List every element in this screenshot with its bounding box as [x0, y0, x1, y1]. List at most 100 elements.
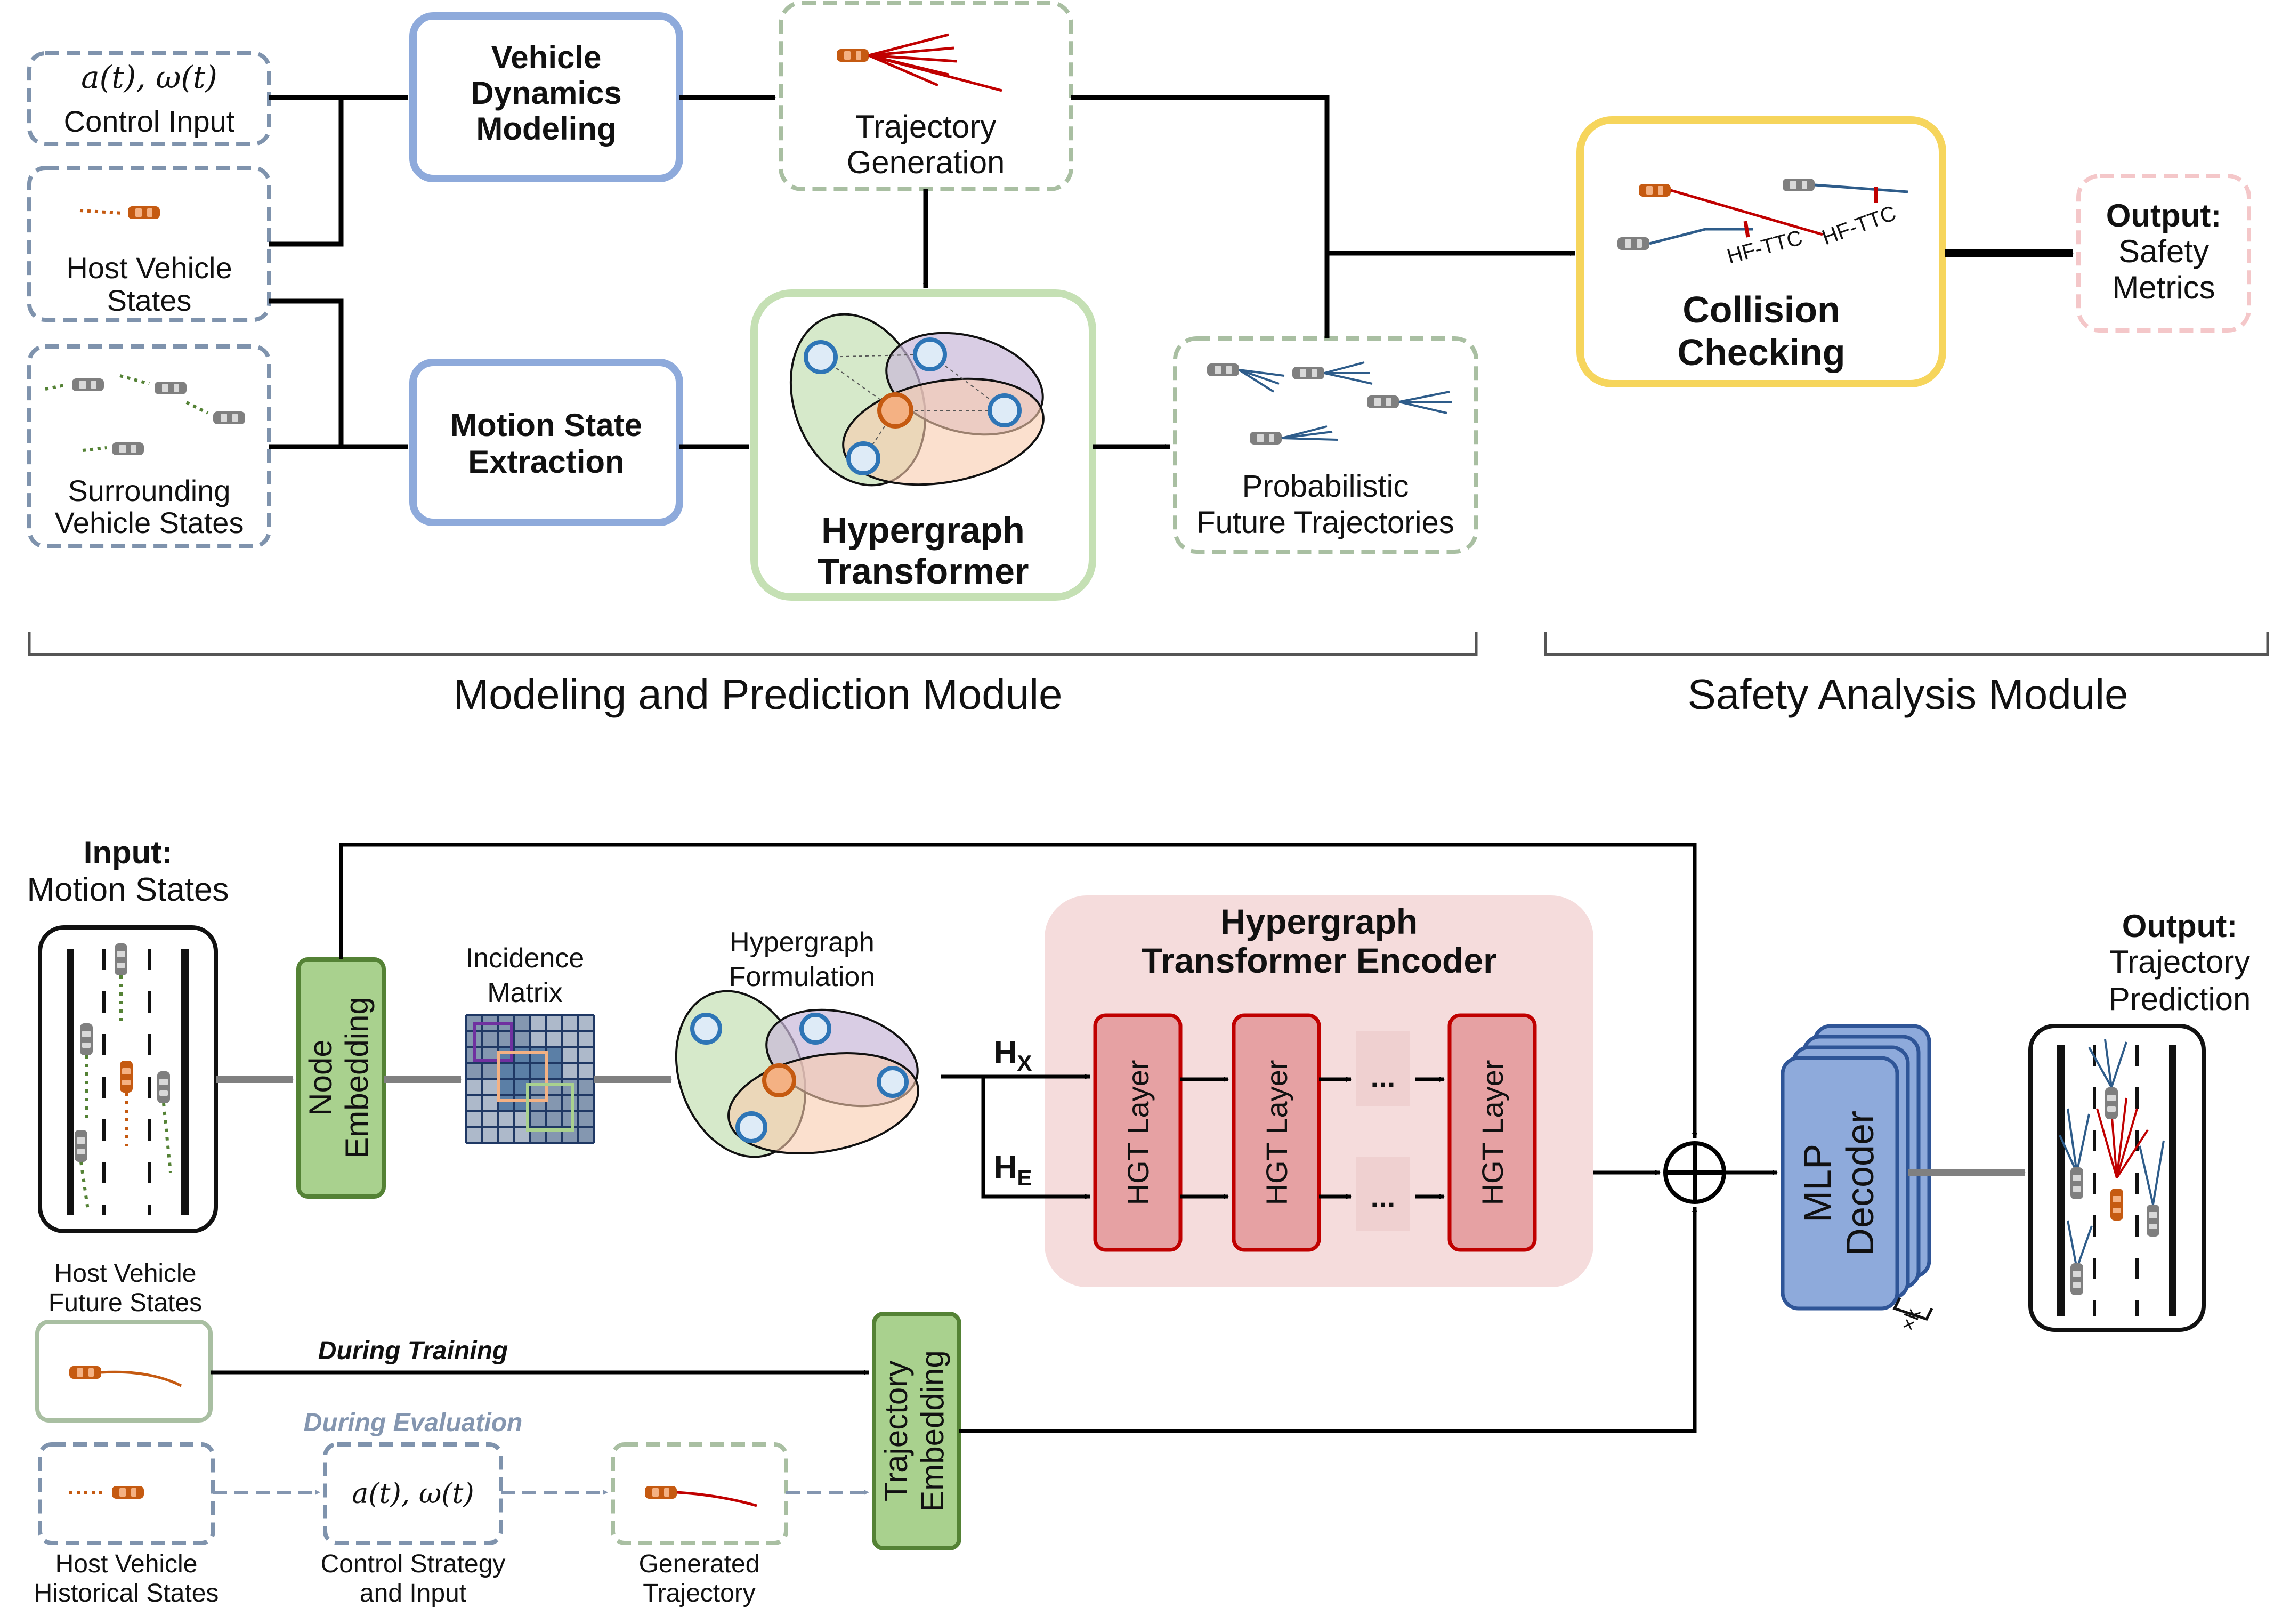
probabilistic-line2: Future Trajectories	[1196, 505, 1454, 540]
host-historical-line2: Historical States	[34, 1579, 219, 1607]
prediction-output-line2: Prediction	[2109, 981, 2251, 1017]
trajectory-embedding-line2: Embedding	[915, 1350, 950, 1512]
hgt-layer-n	[1447, 1013, 1537, 1252]
host-historical-line1: Host Vehicle	[55, 1550, 198, 1578]
trajectory-embedding-box: Trajectory Embedding	[872, 1312, 961, 1550]
host-states-line1: Host Vehicle	[66, 251, 232, 285]
trajectory-gen-line2: Generation	[847, 144, 1005, 180]
prob-car-icon	[1292, 367, 1324, 379]
node-icon	[913, 337, 947, 371]
top-panel: a(t), ω(t) Control Input Host Vehicle St…	[27, 1, 2269, 718]
input-host-car-icon	[120, 1061, 133, 1093]
control-strategy-box: a(t), ω(t)	[323, 1442, 503, 1545]
trajectory-embedding-line1: Trajectory	[878, 1361, 914, 1502]
trajectory-fan-icon	[868, 33, 1002, 92]
node-icon	[988, 393, 1022, 427]
host-historical-car-icon	[112, 1486, 144, 1499]
incidence-matrix-line2: Matrix	[487, 977, 563, 1008]
control-strategy-math: a(t), ω(t)	[352, 1478, 474, 1510]
trajectory-car-icon	[837, 49, 869, 62]
during-evaluation-label: During Evaluation	[304, 1409, 523, 1437]
input-car-icon	[115, 943, 127, 975]
host-vehicle-states-box: Host Vehicle States	[27, 166, 271, 322]
prediction-car-icon	[2070, 1263, 2083, 1295]
mlp-decoder-box	[1781, 1056, 1899, 1311]
control-input-math: a(t), ω(t)	[81, 59, 217, 95]
host-future-car-icon	[69, 1366, 101, 1379]
control-strategy-line2: and Input	[360, 1579, 466, 1607]
mlp-decoder-stack: MLP Decoder ×k	[1781, 1024, 1933, 1334]
host-future-line1: Host Vehicle	[54, 1259, 197, 1288]
hgt-layer-1-label: HGT Layer	[1121, 1060, 1155, 1206]
motion-state-line1: Motion State	[450, 407, 642, 443]
host-historical-box	[38, 1442, 215, 1545]
hgt-layer-n-label: HGT Layer	[1476, 1060, 1509, 1206]
generated-trajectory-line2: Trajectory	[643, 1579, 756, 1607]
hypergraph-transformer-box: Hypergraph Transformer	[750, 289, 1096, 601]
collision-car-icon	[1617, 237, 1649, 250]
mlp-decoder-line1: MLP	[1796, 1144, 1839, 1223]
prob-car-icon	[1367, 395, 1399, 408]
encoder-title-line1: Hypergraph	[1220, 902, 1418, 941]
safety-output-line1: Safety	[2118, 233, 2209, 269]
node-embedding-line2: Embedding	[339, 997, 375, 1159]
prediction-car-icon	[2105, 1087, 2118, 1119]
module-brackets	[28, 632, 2269, 656]
input-road-scene	[38, 925, 218, 1233]
hgt-layer-2-label: HGT Layer	[1260, 1060, 1293, 1206]
encoder-title-line2: Transformer Encoder	[1141, 941, 1497, 980]
surrounding-car-icon	[72, 378, 104, 391]
host-future-box	[35, 1320, 213, 1423]
during-training-label: During Training	[318, 1337, 508, 1365]
vehicle-dynamics-line2: Dynamics	[471, 75, 621, 111]
surrounding-car-icon	[155, 382, 187, 394]
top-connectors	[269, 95, 2074, 449]
vehicle-dynamics-box: Vehicle Dynamics Modeling	[409, 12, 683, 182]
prediction-car-icon	[2147, 1205, 2159, 1237]
vehicle-dynamics-line1: Vehicle	[491, 39, 602, 75]
prob-car-icon	[1250, 432, 1282, 445]
input-label: Input:	[84, 835, 173, 870]
host-states-line2: States	[107, 284, 192, 317]
control-input-label: Control Input	[64, 104, 235, 138]
safety-module-label: Safety Analysis Module	[1687, 670, 2128, 718]
node-embedding-line1: Node	[303, 1039, 338, 1116]
prediction-car-icon	[2070, 1167, 2083, 1199]
trajectory-generation-box: Trajectory Generation	[779, 1, 1073, 191]
host-car-icon	[128, 206, 160, 219]
hypergraph-transformer-line1: Hypergraph	[821, 510, 1025, 551]
prediction-road-scene	[2028, 1024, 2206, 1332]
incidence-matrix-line1: Incidence	[466, 943, 585, 974]
control-input-box: a(t), ω(t) Control Input	[27, 51, 271, 146]
hx-label: HX	[994, 1035, 1032, 1076]
surrounding-vehicle-states-box: Surrounding Vehicle States	[27, 344, 271, 548]
ellipsis-top: ...	[1371, 1060, 1396, 1094]
safety-output-line2: Metrics	[2112, 270, 2215, 305]
ellipsis-bottom: ...	[1371, 1180, 1396, 1214]
generated-trajectory-line1: Generated	[639, 1550, 760, 1578]
motion-state-extraction-box: Motion State Extraction	[409, 359, 683, 526]
collision-checking-box: HF-TTC HF-TTC Collision Checking	[1576, 116, 1946, 387]
input-value: Motion States	[27, 871, 229, 908]
hgt-layer-1	[1093, 1013, 1183, 1252]
collision-line2: Checking	[1677, 332, 1845, 373]
hypergraph-formulation-icon	[675, 990, 919, 1158]
he-label: HE	[994, 1149, 1032, 1190]
collision-host-car-icon	[1639, 184, 1671, 197]
safety-output-label: Output:	[2106, 198, 2222, 233]
bottom-panel: Input: Motion States Node Embedding	[27, 835, 2251, 1607]
bottom-connectors	[211, 843, 2026, 1495]
motion-state-line2: Extraction	[468, 444, 624, 480]
trajectory-gen-line1: Trajectory	[855, 109, 997, 144]
hypergraph-formulation-line1: Hypergraph	[730, 927, 875, 958]
input-car-icon	[157, 1071, 170, 1103]
host-node-icon	[877, 392, 913, 429]
surrounding-car-icon	[213, 411, 245, 424]
input-car-icon	[80, 1023, 93, 1055]
collision-car-icon	[1783, 179, 1815, 191]
host-future-line2: Future States	[48, 1289, 202, 1317]
input-car-icon	[75, 1130, 87, 1162]
prediction-host-car-icon	[2110, 1189, 2123, 1221]
prob-car-icon	[1207, 363, 1239, 376]
